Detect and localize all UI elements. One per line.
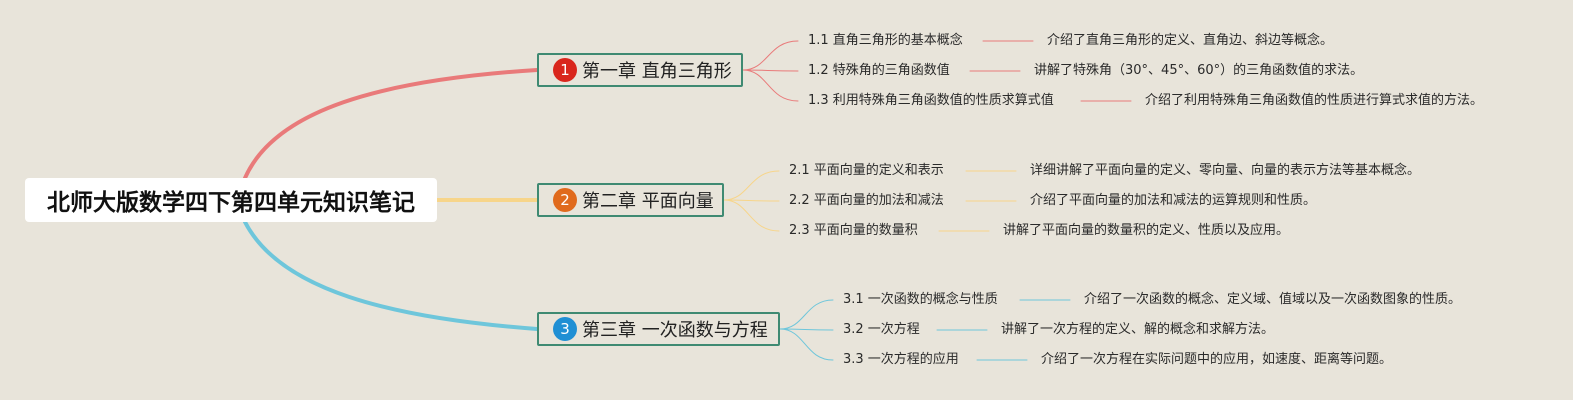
topic-2-2[interactable]: 2.2 平面向量的加法和减法	[789, 193, 944, 208]
topic-connector-2-2	[723, 199, 780, 202]
topic-description-2-2[interactable]: 介绍了平面向量的加法和减法的运算规则和性质。	[1030, 193, 1317, 208]
chapter-label: 第二章 平面向量	[582, 191, 714, 212]
topic-connector-3-2	[779, 328, 834, 331]
root-title: 北师大版数学四下第四单元知识笔记	[47, 190, 415, 216]
chapter-number-badge: 2	[553, 188, 577, 212]
topic-1-1[interactable]: 1.1 直角三角形的基本概念	[808, 33, 963, 48]
branch-line-3	[243, 220, 539, 331]
topic-connector-3-3	[779, 328, 834, 361]
topic-description-3-1[interactable]: 介绍了一次函数的概念、定义域、值域以及一次函数图象的性质。	[1084, 292, 1462, 307]
topic-3-3[interactable]: 3.3 一次方程的应用	[843, 352, 959, 367]
topic-connector-2-3	[723, 199, 780, 232]
chapter-label: 第三章 一次函数与方程	[582, 320, 768, 341]
topic-connector-2-1	[723, 170, 780, 201]
topic-description-2-3[interactable]: 讲解了平面向量的数量积的定义、性质以及应用。	[1003, 223, 1290, 238]
topic-connector-1-1	[742, 40, 799, 71]
topic-connector-3-1	[779, 299, 834, 330]
topic-description-2-1[interactable]: 详细讲解了平面向量的定义、零向量、向量的表示方法等基本概念。	[1030, 163, 1421, 178]
topic-description-3-3[interactable]: 介绍了一次方程在实际问题中的应用，如速度、距离等问题。	[1041, 352, 1393, 367]
topic-3-2[interactable]: 3.2 一次方程	[843, 322, 920, 337]
topic-1-2[interactable]: 1.2 特殊角的三角函数值	[808, 63, 950, 78]
root-node[interactable]: 北师大版数学四下第四单元知识笔记	[25, 178, 437, 222]
topic-description-1-2[interactable]: 讲解了特殊角（30°、45°、60°）的三角函数值的求法。	[1034, 63, 1364, 78]
topic-1-3[interactable]: 1.3 利用特殊角三角函数值的性质求算式值	[808, 93, 1054, 108]
chapter-number-badge: 3	[553, 317, 577, 341]
branch-line-1	[243, 68, 539, 180]
topic-connector-1-2	[742, 69, 799, 72]
topic-description-3-2[interactable]: 讲解了一次方程的定义、解的概念和求解方法。	[1001, 322, 1275, 337]
topic-connector-1-3	[742, 69, 799, 102]
topic-description-1-3[interactable]: 介绍了利用特殊角三角函数值的性质进行算式求值的方法。	[1145, 93, 1484, 108]
topic-2-3[interactable]: 2.3 平面向量的数量积	[789, 223, 918, 238]
chapter-label: 第一章 直角三角形	[582, 61, 732, 82]
topic-description-1-1[interactable]: 介绍了直角三角形的定义、直角边、斜边等概念。	[1047, 33, 1334, 48]
chapter-number-badge: 1	[553, 58, 577, 82]
topic-3-1[interactable]: 3.1 一次函数的概念与性质	[843, 292, 998, 307]
topic-2-1[interactable]: 2.1 平面向量的定义和表示	[789, 163, 944, 178]
